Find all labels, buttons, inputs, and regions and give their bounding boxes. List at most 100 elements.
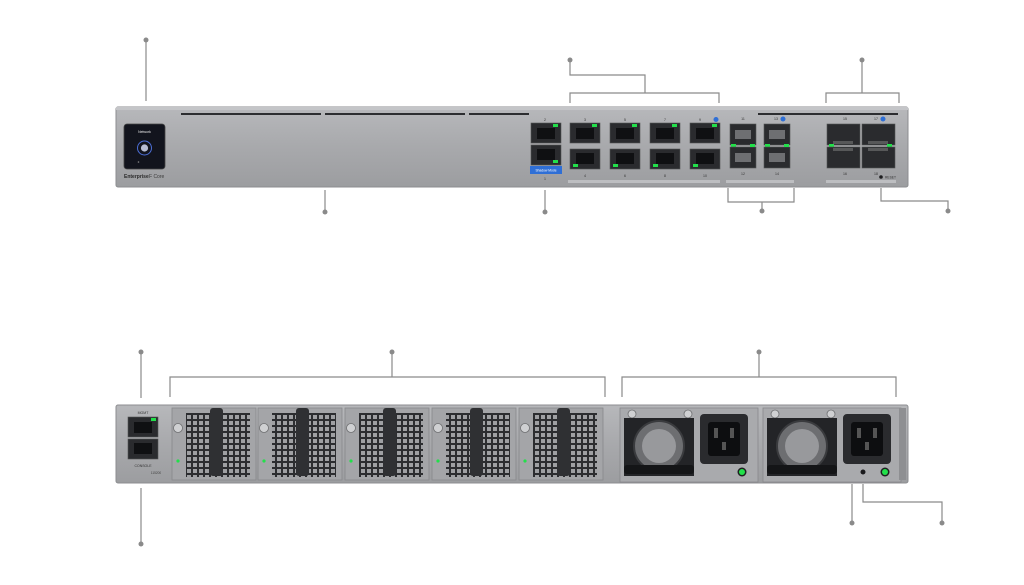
fan-handle[interactable]: [557, 408, 570, 476]
qsfp-port-16[interactable]: [826, 146, 861, 169]
qsfp-port-15[interactable]: [826, 123, 861, 146]
qsfp-number-16: 16: [843, 172, 847, 176]
qsfp-number-17: 17: [874, 117, 878, 121]
fan-module-4[interactable]: [431, 407, 517, 481]
fan-handle[interactable]: [210, 408, 223, 476]
fan-module-5[interactable]: [518, 407, 604, 481]
port-led-icon: [653, 164, 658, 167]
screw-icon: [683, 409, 693, 419]
port-led-icon: [887, 144, 892, 147]
qsfp-port-17[interactable]: [861, 123, 896, 146]
qsfp-port-18[interactable]: [861, 146, 896, 169]
vent-slot: [758, 113, 898, 115]
front-panel: Network Enterprise F Core 2 Shadow Mode …: [115, 37, 951, 215]
callout-dot: [542, 209, 548, 215]
mgmt-label: MGMT: [138, 411, 150, 415]
rear-callout-dots: [138, 349, 945, 547]
port-led-icon: [712, 124, 717, 127]
screw-icon: [826, 409, 836, 419]
fan-led-icon: [176, 459, 180, 463]
port-led-icon: [632, 124, 637, 127]
callout-dot: [849, 520, 855, 526]
port-led-icon: [553, 160, 558, 163]
fan-module-3[interactable]: [344, 407, 430, 481]
rear-chassis-edge: [899, 408, 906, 480]
screw-icon: [770, 409, 780, 419]
port-led-icon: [592, 124, 597, 127]
port-led-icon: [672, 124, 677, 127]
port-led-icon: [731, 144, 736, 147]
screw-icon: [346, 423, 356, 433]
shadow-mode-badge: [530, 166, 562, 174]
port-led-icon: [829, 144, 834, 147]
psu-2[interactable]: [762, 407, 902, 483]
reset-button[interactable]: [879, 175, 883, 179]
callout-dot: [389, 349, 395, 355]
callout-dot: [138, 541, 144, 547]
callout-reset: [880, 188, 949, 210]
qsfp-number-15: 15: [843, 117, 847, 121]
callout-dot: [567, 57, 573, 63]
fan-led-icon: [523, 459, 527, 463]
port-number-9: 9: [699, 118, 701, 122]
front-callouts: [145, 40, 949, 211]
sfp-number-14: 14: [775, 172, 779, 176]
reset-label: RESET: [885, 175, 896, 179]
callout-psu-bracket: [621, 352, 897, 397]
psu-status-hole-icon: [860, 469, 866, 475]
port-number-4: 4: [584, 174, 586, 178]
port-led-icon: [613, 164, 618, 167]
callout-dot: [945, 208, 951, 214]
fan-module-1[interactable]: [171, 407, 257, 481]
port-led-icon: [573, 164, 578, 167]
callout-qsfp-bracket: [825, 60, 900, 103]
port-number-2: 2: [544, 118, 546, 122]
mgmt-console-block: MGMT CONSOLE 115200: [127, 411, 162, 475]
callout-sfp-bracket: [727, 188, 795, 210]
rear-callouts: [140, 352, 943, 543]
screw-icon: [627, 409, 637, 419]
psu-handle[interactable]: [767, 465, 837, 474]
vent-slot: [325, 113, 465, 115]
sfp-number-12: 12: [741, 172, 745, 176]
power-supplies: [619, 407, 906, 483]
port-led-icon: [784, 144, 789, 147]
port-led-icon: [750, 144, 755, 147]
port-number-8: 8: [664, 174, 666, 178]
callout-dot: [138, 349, 144, 355]
rear-panel: MGMT CONSOLE 115200: [115, 349, 945, 547]
touch-display[interactable]: Network: [123, 123, 166, 170]
sfp-number-11: 11: [741, 117, 745, 121]
fan-modules: [171, 407, 604, 481]
callout-fans-bracket: [169, 352, 606, 397]
shadow-mode-label: Shadow Mode: [535, 169, 556, 173]
callout-dot: [143, 37, 149, 43]
port-number-3: 3: [584, 118, 586, 122]
fan-handle[interactable]: [296, 408, 309, 476]
fan-handle[interactable]: [470, 408, 483, 476]
callout-dot: [859, 57, 865, 63]
callout-dot: [756, 349, 762, 355]
screw-icon: [173, 423, 183, 433]
screw-icon: [433, 423, 443, 433]
callout-rj45-bracket: [569, 60, 720, 103]
qsfp-number-18: 18: [874, 172, 878, 176]
psu-handle[interactable]: [624, 465, 694, 474]
port-led-icon: [693, 164, 698, 167]
display-title: Network: [138, 130, 151, 134]
fan-module-2[interactable]: [257, 407, 343, 481]
console-baud: 115200: [151, 471, 162, 475]
brand-enterprise: Enterprise: [124, 174, 149, 180]
port-led-icon: [151, 418, 156, 421]
fan-led-icon: [262, 459, 266, 463]
qsfp-port-block: 15 17 16 18 RESET: [826, 116, 896, 183]
callout-dot: [939, 520, 945, 526]
port-number-5: 5: [624, 118, 626, 122]
screw-icon: [259, 423, 269, 433]
brand-model: F Core: [149, 174, 165, 180]
fan-handle[interactable]: [383, 408, 396, 476]
psu-1[interactable]: [619, 407, 759, 483]
poe-indicator-icon: [780, 116, 786, 122]
port-number-6: 6: [624, 174, 626, 178]
